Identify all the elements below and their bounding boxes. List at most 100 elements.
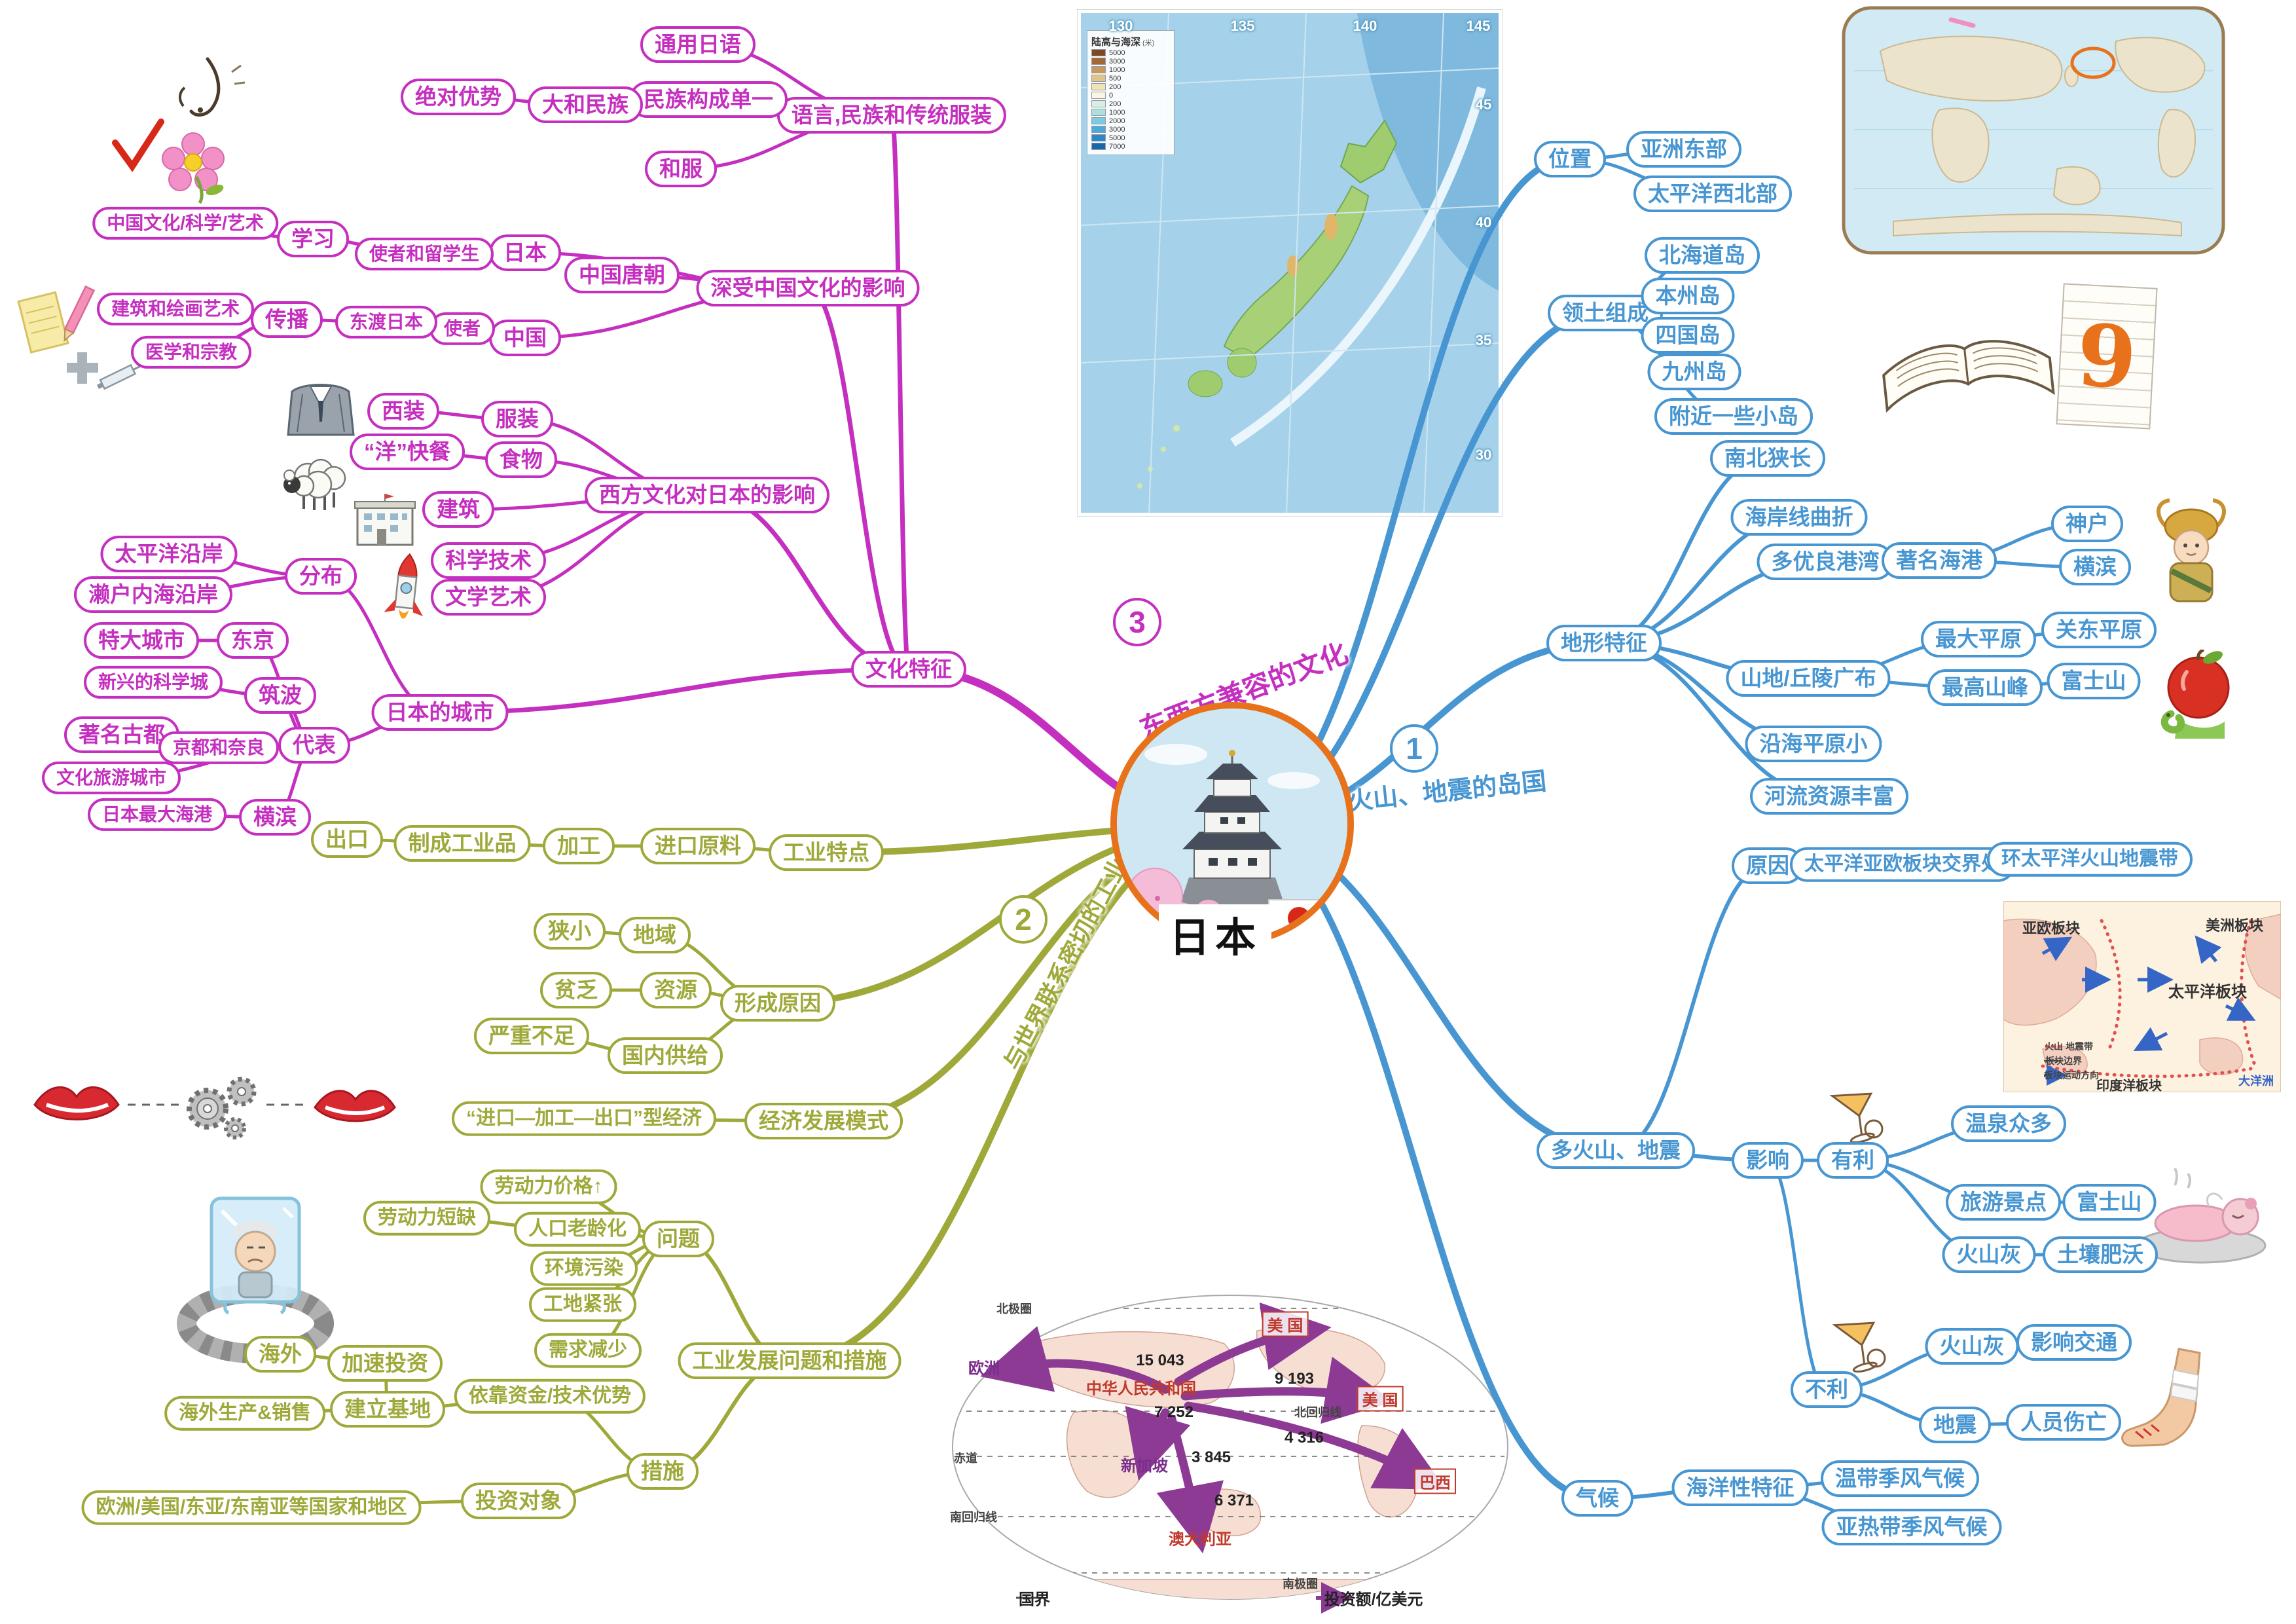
branch-line bbox=[519, 458, 709, 497]
topo-legend-value: 1000 bbox=[1109, 108, 1125, 117]
topo-legend-row: 7000 bbox=[1091, 142, 1170, 151]
branch-line bbox=[1602, 641, 1831, 798]
branch-line bbox=[1603, 311, 1736, 418]
topo-legend-value: 1000 bbox=[1109, 65, 1125, 74]
branch-line bbox=[548, 1394, 665, 1473]
branch-line bbox=[1614, 864, 1770, 1153]
branch-line bbox=[319, 574, 442, 714]
branch-line bbox=[1806, 637, 1980, 680]
wine-glass-icon bbox=[1832, 1321, 1886, 1373]
branch-line bbox=[1603, 253, 1704, 315]
branch-line bbox=[523, 251, 810, 290]
center-title: 日本 bbox=[1158, 904, 1272, 963]
branch-line bbox=[151, 680, 282, 697]
topo-legend-row: 3000 bbox=[1091, 57, 1170, 65]
topo-legend-unit: (米) bbox=[1142, 39, 1155, 47]
branch-line bbox=[405, 450, 523, 462]
branch-line bbox=[663, 1001, 780, 1058]
branch-line bbox=[437, 667, 911, 715]
branch-line bbox=[1823, 559, 1941, 564]
branch-line bbox=[486, 493, 709, 599]
branch-line bbox=[456, 95, 587, 107]
topo-legend-row: 5000 bbox=[1091, 134, 1170, 142]
flower-check-icon bbox=[112, 119, 225, 204]
lips-icon bbox=[33, 1086, 120, 1120]
castle-icon bbox=[1180, 750, 1285, 905]
branch-line bbox=[1825, 1388, 1957, 1427]
red-check-icon bbox=[112, 119, 164, 172]
branch-line bbox=[517, 1469, 665, 1503]
nose-doodle-icon bbox=[179, 57, 246, 117]
branch-line bbox=[251, 638, 316, 747]
building-icon bbox=[354, 494, 416, 546]
branch-line bbox=[460, 327, 527, 340]
branch-line bbox=[460, 841, 581, 848]
branch-line bbox=[249, 1499, 520, 1509]
branch-line bbox=[1977, 628, 2101, 641]
rocket-icon bbox=[384, 553, 424, 619]
branch-line bbox=[805, 286, 911, 672]
lips-icon bbox=[314, 1090, 396, 1122]
branch-line bbox=[1602, 641, 1815, 746]
frozen-man-icon bbox=[177, 1196, 334, 1363]
topo-legend-row: 5000 bbox=[1091, 48, 1170, 57]
plate-tectonics-map bbox=[2003, 901, 2281, 1092]
apple-icon bbox=[2160, 650, 2230, 739]
branch-line bbox=[486, 493, 709, 563]
branch-line bbox=[345, 838, 464, 845]
hokkaido-island bbox=[1339, 119, 1398, 184]
branch-line bbox=[674, 988, 780, 1005]
branch-line bbox=[1806, 676, 1987, 690]
branch-line bbox=[568, 929, 657, 937]
branch-line bbox=[173, 307, 289, 322]
branch-line bbox=[273, 743, 316, 819]
branch-line bbox=[523, 286, 810, 340]
branch-line bbox=[661, 1359, 792, 1473]
branch-line bbox=[515, 417, 709, 497]
sheep-icon bbox=[283, 458, 346, 510]
investment-flow-map bbox=[952, 1295, 1508, 1614]
branch-line bbox=[1766, 862, 1904, 868]
branch-line bbox=[167, 552, 323, 578]
topo-legend-row: 2000 bbox=[1091, 117, 1170, 125]
branch-line bbox=[1738, 1486, 1914, 1529]
topo-legend-value: 500 bbox=[1109, 74, 1121, 83]
branch-line bbox=[679, 113, 894, 171]
branch-line bbox=[582, 1116, 826, 1123]
kyushu-island bbox=[1188, 370, 1223, 397]
topo-legend-row: 500 bbox=[1091, 74, 1170, 83]
branch-line bbox=[151, 574, 323, 597]
suit-icon bbox=[287, 384, 355, 436]
branch-line bbox=[384, 320, 464, 331]
branch-line bbox=[1901, 857, 2092, 866]
topo-legend-row: 200 bbox=[1091, 100, 1170, 108]
branch-line bbox=[620, 273, 810, 290]
branch-line bbox=[1953, 1420, 2066, 1427]
branch-line bbox=[285, 318, 388, 324]
wine-glass-icon bbox=[1829, 1092, 1884, 1144]
topo-legend-value: 5000 bbox=[1109, 134, 1125, 142]
branch-line bbox=[120, 733, 221, 750]
world-map bbox=[1842, 6, 2225, 255]
topo-legend-row: 200 bbox=[1091, 83, 1170, 91]
samurai-figure-icon bbox=[2157, 498, 2226, 602]
branch-line bbox=[243, 1407, 390, 1415]
branch-line bbox=[1595, 1486, 1742, 1500]
branch-line bbox=[704, 492, 911, 672]
branch-line bbox=[311, 237, 426, 256]
branch-line bbox=[278, 1352, 387, 1365]
branch-line bbox=[1825, 1344, 1974, 1392]
branch-line bbox=[1738, 1477, 1902, 1490]
branch-line bbox=[530, 1034, 667, 1058]
branch-line bbox=[109, 743, 316, 780]
branch-line bbox=[1602, 515, 1801, 645]
topo-legend-value: 200 bbox=[1109, 83, 1121, 91]
branch-line bbox=[183, 221, 315, 241]
topo-legend-row: 1000 bbox=[1091, 108, 1170, 117]
injured-foot-icon bbox=[2121, 1348, 2201, 1447]
topo-legend-value: 0 bbox=[1109, 91, 1114, 100]
branch-line bbox=[1614, 1149, 1770, 1162]
topo-legend-title: 陆高与海深 bbox=[1091, 37, 1141, 48]
